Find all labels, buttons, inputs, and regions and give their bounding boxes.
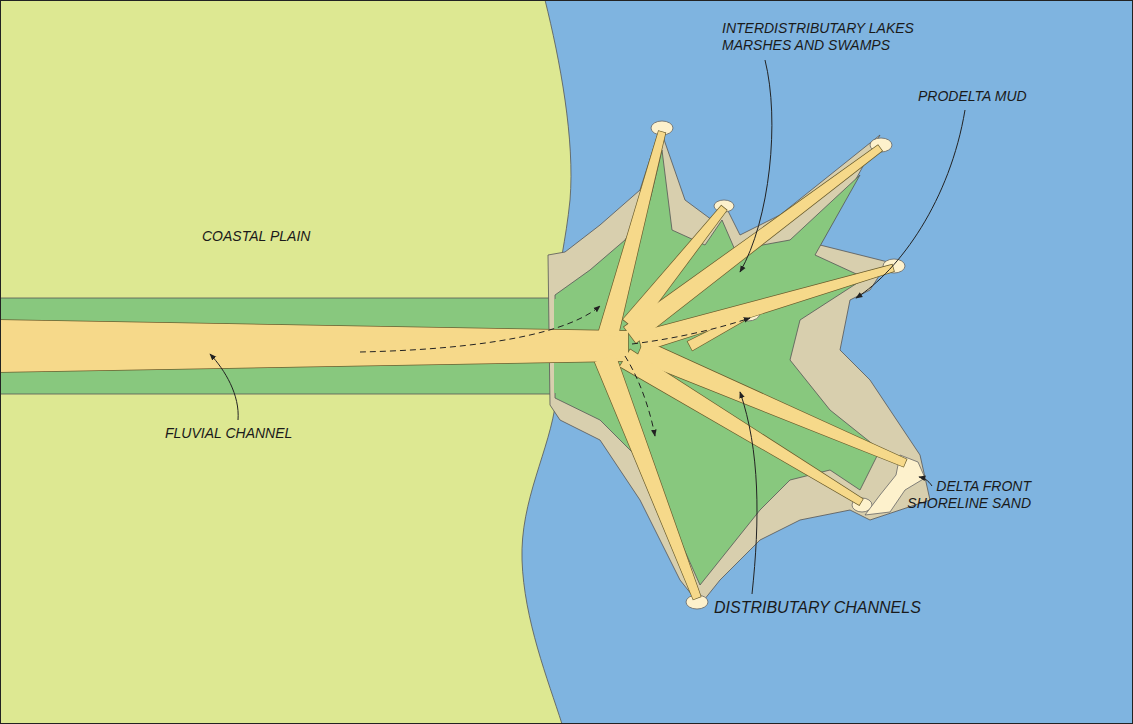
callout-label: PRODELTA MUD	[918, 88, 1027, 105]
leader-line	[740, 60, 772, 272]
channels	[0, 131, 907, 599]
flow-arrow	[360, 306, 600, 352]
leader-lines	[210, 60, 965, 594]
region-label: COASTAL PLAIN	[202, 228, 310, 245]
channel	[688, 313, 748, 350]
channel	[637, 265, 894, 352]
prodelta-mud	[548, 128, 930, 605]
channel-outline	[0, 320, 628, 372]
callout-label: DISTRIBUTARY CHANNELS	[714, 598, 921, 617]
flow-arrow	[625, 356, 655, 436]
callout-label: INTERDISTRIBUTARY LAKES MARSHES AND SWAM…	[722, 20, 937, 54]
channel	[595, 354, 701, 599]
channel	[0, 320, 628, 372]
leader-line	[740, 392, 757, 594]
flow-arrows	[360, 306, 750, 436]
flow-arrow	[632, 318, 750, 344]
leader-line	[210, 354, 238, 420]
leader-line	[856, 110, 965, 298]
leader-line	[919, 477, 932, 486]
callout-label: FLUVIAL CHANNEL	[165, 425, 292, 442]
callout-label: DELTA FRONT SHORELINE SAND	[905, 478, 1031, 512]
